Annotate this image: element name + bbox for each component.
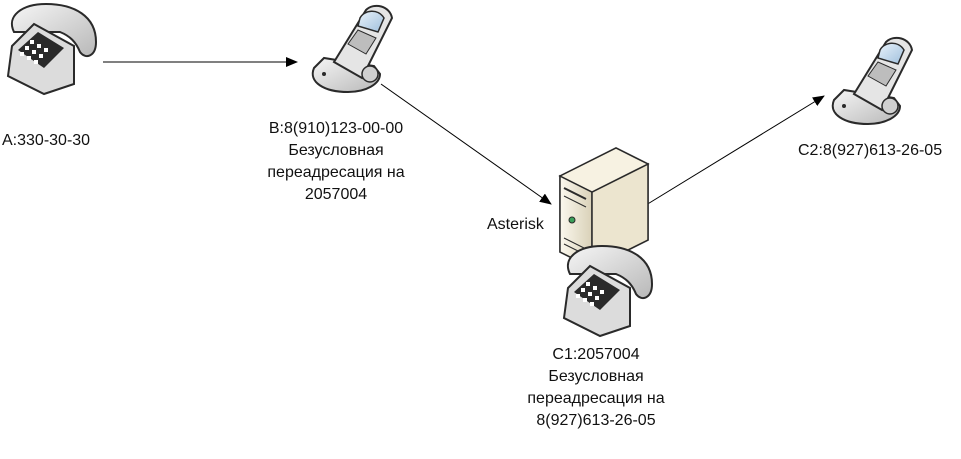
desk-phone-icon [6, 2, 98, 96]
asterisk-label: Asterisk [487, 214, 544, 236]
node-b-number: B:8(910)123-00-00 [268, 120, 404, 137]
node-c1-line-2: Безусловная [548, 368, 644, 385]
edge-b-to-asterisk [380, 83, 552, 205]
mobile-phone-icon [831, 36, 914, 126]
asterisk-name: Asterisk [487, 216, 544, 233]
node-b-label: B:8(910)123-00-00 Безусловная переадреса… [246, 118, 426, 206]
server-icon [558, 147, 650, 270]
node-a-label: A:330-30-30 [2, 130, 90, 152]
node-c2-number: C2:8(927)613-26-05 [798, 142, 943, 159]
edge-asterisk-to-c2 [645, 95, 825, 206]
node-c1-number: C1:2057004 [552, 346, 640, 363]
node-b-line-3: переадресация на [267, 164, 405, 181]
node-c1-line-4: 8(927)613-26-05 [536, 412, 656, 429]
desk-phone-icon [562, 244, 654, 338]
node-b-line-2: Безусловная [288, 142, 384, 159]
node-c2-label: C2:8(927)613-26-05 [798, 140, 942, 162]
node-c1-line-3: переадресация на [527, 390, 665, 407]
node-c1-label: C1:2057004 Безусловная переадресация на … [506, 344, 686, 432]
node-a-number: A:330-30-30 [2, 132, 91, 149]
node-b-line-4: 2057004 [304, 186, 368, 203]
mobile-phone-icon [311, 4, 394, 94]
